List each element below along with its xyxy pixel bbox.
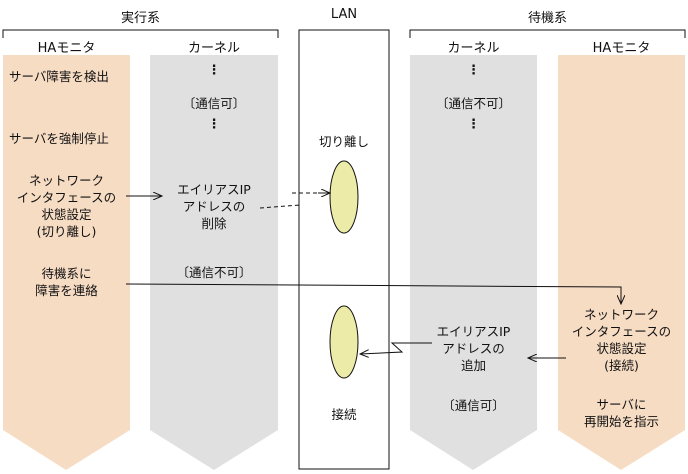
active-kernel-comm-ok: 〔通信可〕 [182, 96, 246, 111]
step-restart-server: サーバに 再開始を指示 [583, 397, 659, 429]
step-nic-detach: ネットワーク インタフェースの 状態設定 (切り離し) [16, 173, 117, 239]
standby-kernel-dots-bottom: ⋮ [467, 117, 480, 132]
nic-detached-ellipse [329, 160, 359, 234]
step-force-stop: サーバを強制停止 [9, 131, 109, 146]
step-nic-connect: ネットワーク インタフェースの 状態設定 (接続) [571, 307, 672, 373]
standby-ha-header: HAモニタ [592, 41, 651, 56]
standby-kernel-header: カーネル [447, 41, 500, 56]
active-group-label: 実行系 [120, 11, 160, 26]
lan-box [298, 29, 390, 470]
step-detect-failure: サーバ障害を検出 [9, 69, 109, 84]
standby-ha-column [558, 55, 685, 470]
active-group-bracket [2, 29, 279, 38]
active-kernel-comm-ng: 〔通信不可〕 [176, 265, 252, 280]
lan-connect-label: 接続 [331, 407, 357, 422]
active-kernel-dots-bottom: ⋮ [207, 117, 221, 132]
standby-kernel-dots-top: ⋮ [467, 63, 480, 78]
standby-kernel-comm-ok: 〔通信可〕 [442, 398, 505, 413]
nic-connected-ellipse [329, 305, 359, 379]
active-kernel-dots-top: ⋮ [207, 63, 221, 78]
standby-group-bracket [409, 29, 686, 38]
active-ha-header: HAモニタ [37, 41, 96, 56]
active-kernel-column [150, 55, 278, 470]
active-kernel-header: カーネル [187, 41, 240, 56]
standby-kernel-comm-ng: 〔通信不可〕 [435, 96, 511, 111]
lan-group-label: LAN [330, 7, 358, 22]
arrow-notify-standby [125, 283, 621, 304]
lan-detach-label: 切り離し [318, 134, 369, 149]
arrow-alias-add [360, 342, 432, 354]
standby-group-label: 待機系 [527, 11, 567, 26]
active-kernel-alias-delete: エイリアスIP アドレスの 削除 [177, 182, 251, 231]
standby-kernel-alias-add: エイリアスIP アドレスの 追加 [436, 324, 511, 373]
standby-kernel-column [410, 55, 537, 470]
active-ha-column [3, 55, 130, 470]
step-notify-standby: 待機系に 障害を連絡 [35, 266, 98, 298]
